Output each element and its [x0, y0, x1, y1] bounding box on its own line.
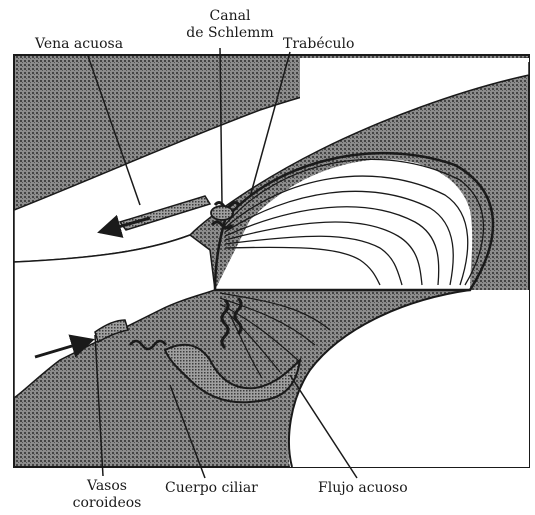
- label-cuerpo-ciliar: Cuerpo ciliar: [165, 480, 258, 497]
- label-vasos-coroideos: Vasos coroideos: [62, 478, 152, 512]
- label-canal-line1: Canal: [175, 8, 285, 25]
- schlemm-canal: [211, 206, 233, 220]
- label-canal-line2: de Schlemm: [175, 25, 285, 42]
- label-trabeculo: Trabéculo: [283, 36, 354, 53]
- label-canal-de-schlemm: Canal de Schlemm: [175, 8, 285, 42]
- label-vasos-line2: coroideos: [62, 495, 152, 512]
- label-flujo-acuoso: Flujo acuoso: [318, 480, 408, 497]
- label-vena-acuosa: Vena acuosa: [35, 36, 123, 53]
- label-vasos-line1: Vasos: [62, 478, 152, 495]
